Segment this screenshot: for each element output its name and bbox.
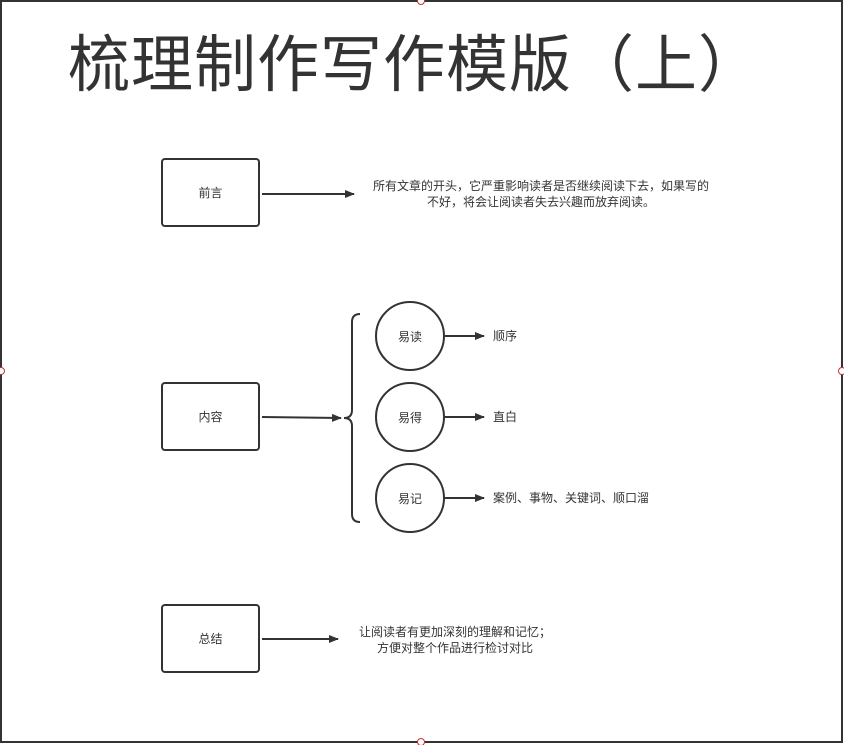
easy-read-description: 顺序 — [493, 329, 518, 343]
page-title: 梳理制作写作模版（上） — [68, 28, 762, 101]
text-line: 方便对整个作品进行检讨对比 — [376, 641, 533, 655]
arrow-content — [261, 413, 342, 422]
text-line: 所有文章的开头，它严重影响读者是否继续阅读下去，如果写的 — [372, 179, 709, 193]
summary-description: 让阅读者有更加深刻的理解和记忆； 方便对整个作品进行检讨对比 — [340, 624, 570, 656]
node-label: 总结 — [198, 632, 223, 646]
node-easy-get[interactable]: 易得 — [375, 382, 445, 452]
curly-brace — [343, 313, 361, 523]
preface-description: 所有文章的开头，它严重影响读者是否继续阅读下去，如果写的 不好，将会让阅读者失去… — [356, 178, 726, 210]
node-label: 易记 — [397, 491, 422, 506]
text-line: 不好，将会让阅读者失去兴趣而放弃阅读。 — [426, 195, 655, 209]
node-content[interactable]: 内容 — [161, 382, 260, 451]
node-label: 内容 — [198, 410, 223, 424]
node-summary[interactable]: 总结 — [161, 604, 260, 673]
resize-handle-left[interactable] — [0, 367, 5, 375]
node-preface[interactable]: 前言 — [161, 158, 260, 227]
node-label: 易得 — [397, 410, 422, 425]
node-easy-remember[interactable]: 易记 — [375, 463, 445, 533]
easy-get-description: 直白 — [493, 410, 518, 424]
easy-remember-description: 案例、事物、关键词、顺口溜 — [493, 491, 650, 505]
text-line: 让阅读者有更加深刻的理解和记忆； — [358, 625, 551, 639]
node-label: 前言 — [198, 186, 223, 200]
resize-handle-bottom[interactable] — [417, 738, 425, 745]
node-label: 易读 — [397, 329, 422, 344]
resize-handle-top[interactable] — [417, 0, 425, 5]
resize-handle-right[interactable] — [838, 367, 844, 375]
node-easy-read[interactable]: 易读 — [375, 301, 445, 371]
